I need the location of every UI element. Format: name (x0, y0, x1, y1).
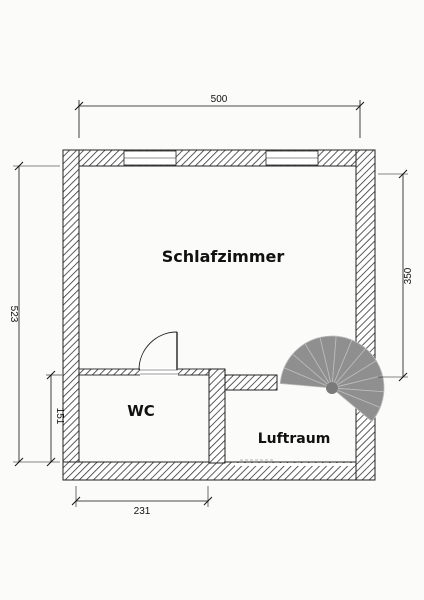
door-gap (140, 368, 178, 376)
spiral-staircase (279, 335, 385, 422)
dimension-bottom-label: 231 (134, 506, 151, 517)
door-swing-arc (138, 331, 178, 371)
dimension-right-label: 350 (403, 267, 414, 284)
dimension-bottom: 231 (71, 486, 213, 517)
wall-right (355, 149, 376, 481)
dimension-wc: 151 (46, 370, 65, 467)
stair-core (326, 382, 338, 394)
window-bottom (235, 463, 355, 466)
wall-void-top (224, 374, 278, 391)
dimension-left: 523 (8, 161, 60, 467)
wc-door (138, 331, 178, 376)
wall-left (62, 149, 80, 481)
stair-step (336, 389, 381, 422)
dimension-right: 350 (378, 169, 414, 382)
dimension-top: 500 (74, 94, 365, 138)
room-label-wc: WC (127, 402, 155, 420)
dimension-wc-label: 151 (54, 408, 65, 425)
dimension-top-label: 500 (211, 94, 228, 105)
room-label-bedroom: Schlafzimmer (162, 247, 285, 266)
dimension-left-label: 523 (8, 306, 19, 323)
room-label-void: Luftraum (258, 431, 331, 447)
wall-top (62, 149, 376, 167)
wall-wc-right (208, 368, 226, 464)
